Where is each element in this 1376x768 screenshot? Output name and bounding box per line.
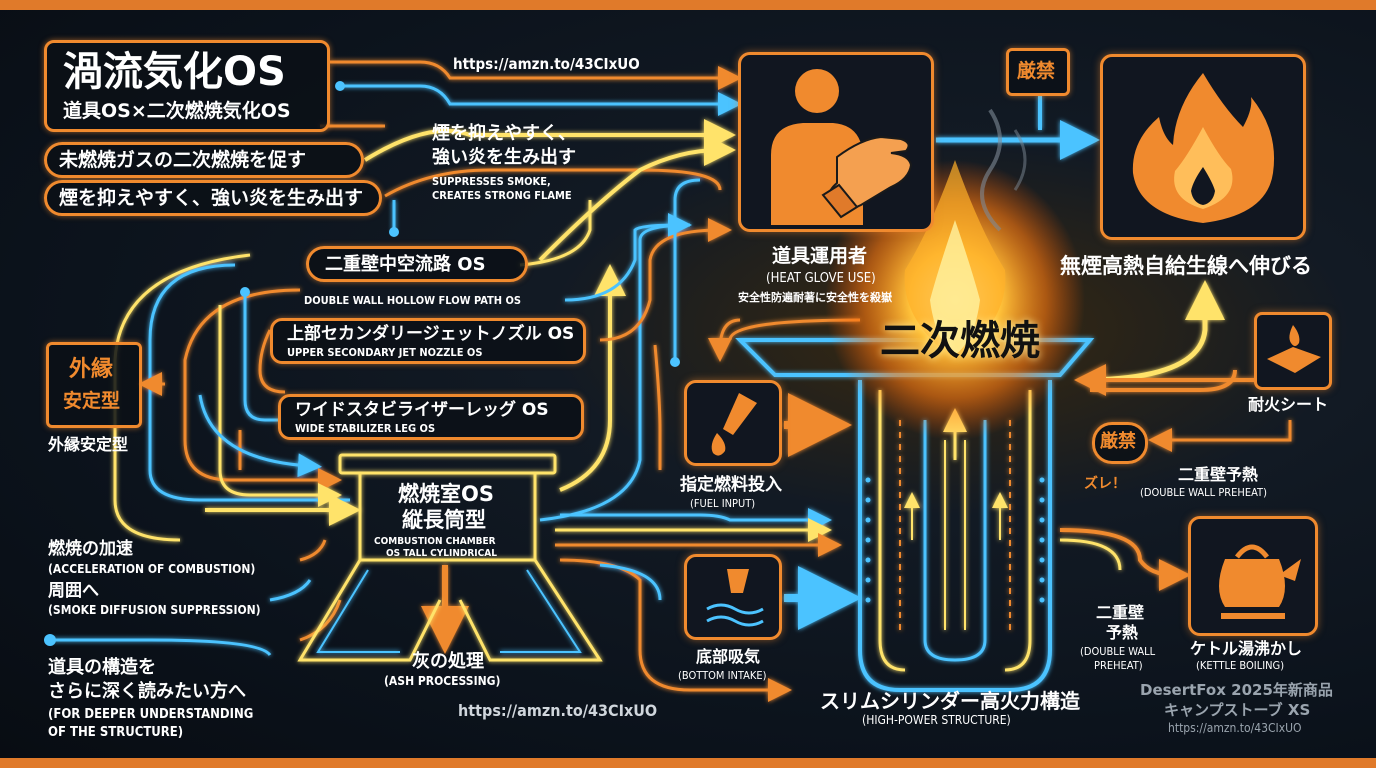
- chamber-en-1: COMBUSTION CHAMBER: [374, 536, 496, 547]
- bottom-border: [0, 758, 1376, 768]
- glove-icon: [771, 69, 913, 225]
- stabilizer-leg-label: ワイドスタビライザーレッグ OS: [295, 400, 549, 420]
- page-subtitle: 道具OS×二次燃焼気化OS: [63, 100, 291, 122]
- deeper-jp-2: さらに深く読みたい方へ: [48, 681, 246, 702]
- brand-url[interactable]: https://amzn.to/43CIxUO: [1168, 721, 1302, 735]
- prohibited-2: 厳禁: [1100, 431, 1136, 452]
- secondary-burn-label: 二次燃焼: [880, 318, 1040, 364]
- stabilizer-leg-en: WIDE STABILIZER LEG OS: [295, 422, 436, 435]
- preheat2-en-2: PREHEAT): [1094, 659, 1143, 672]
- deeper-en-1: (FOR DEEPER UNDERSTANDING: [48, 707, 254, 722]
- jet-nozzle-label: 上部セカンダリージェットノズル OS: [287, 324, 575, 344]
- double-wall-label: 二重壁中空流路 OS: [325, 254, 486, 275]
- stabilizer-leg-box: ワイドスタビライザーレッグ OS WIDE STABILIZER LEG OS: [278, 394, 584, 440]
- chamber-en-2: OS TALL CYLINDRICAL: [386, 548, 497, 559]
- around-jp: 周囲へ: [48, 581, 99, 601]
- chamber-jp-1: 燃焼室OS: [398, 482, 494, 506]
- url-top[interactable]: https://amzn.to/43CIxUO: [453, 55, 640, 73]
- point-2: 煙を抑えやすく、強い炎を生み出す: [59, 187, 364, 209]
- fire-sheet-label: 耐火シート: [1248, 395, 1329, 414]
- structure-jp: スリムシリンダー高火力構造: [820, 689, 1080, 713]
- outer-stable-1: 外縁: [69, 357, 114, 382]
- operator-en: (HEAT GLOVE USE): [766, 271, 876, 286]
- intake-icon: [706, 569, 764, 627]
- structure-en: (HIGH-POWER STRUCTURE): [862, 713, 1011, 727]
- preheat2-jp-1: 二重壁: [1096, 603, 1145, 622]
- deeper-jp-1: 道具の構造を: [48, 657, 156, 678]
- preheat-small: ズレ！: [1084, 476, 1126, 492]
- fire-icon: [1132, 73, 1275, 223]
- page-title: 渦流気化OS: [63, 49, 286, 95]
- ash-jp: 灰の処理: [412, 651, 484, 672]
- connector-dots: [44, 81, 680, 646]
- fuel-jp: 指定燃料投入: [680, 475, 782, 495]
- accel-jp: 燃焼の加速: [48, 539, 133, 559]
- smokeless-label: 無煙高熱自給生線へ伸びる: [1060, 254, 1312, 278]
- smoke-en-2: CREATES STRONG FLAME: [432, 189, 572, 202]
- smoke-en-1: SUPPRESSES SMOKE,: [432, 175, 551, 188]
- intake-en: (BOTTOM INTAKE): [678, 669, 767, 682]
- intake-jp: 底部吸気: [696, 647, 761, 666]
- operator-icon-box: [738, 52, 934, 232]
- fuel-icon: [711, 393, 757, 456]
- chamber-jp-2: 縦長筒型: [402, 508, 486, 532]
- outer-stable-2: 安定型: [63, 390, 121, 412]
- around-en: (SMOKE DIFFUSION SUPPRESSION): [48, 603, 261, 617]
- preheat2-en-1: (DOUBLE WALL: [1080, 645, 1156, 658]
- kettle-icon-box: [1188, 516, 1318, 636]
- fire-sheet-icon-box: [1254, 312, 1332, 390]
- prohibited-badge-2: 厳禁: [1092, 422, 1148, 464]
- kettle-jp: ケトル湯沸かし: [1190, 639, 1303, 658]
- fire-sheet-icon: [1267, 325, 1321, 373]
- title-box: 渦流気化OS 道具OS×二次燃焼気化OS: [44, 40, 330, 132]
- smoke-jp-2: 強い炎を生み出す: [432, 147, 576, 168]
- point-1: 未燃焼ガスの二次燃焼を促す: [59, 149, 307, 171]
- prohibited-badge-1: 厳禁: [1006, 48, 1070, 96]
- fire-icon-box: [1100, 54, 1306, 240]
- preheat-jp: 二重壁予熱: [1178, 465, 1259, 484]
- smoke-jp-1: 煙を抑えやすく、: [432, 123, 576, 144]
- accel-en: (ACCELERATION OF COMBUSTION): [48, 562, 256, 576]
- deeper-en-2: OF THE STRUCTURE): [48, 725, 184, 740]
- kettle-icon: [1219, 544, 1301, 619]
- top-border: [0, 0, 1376, 10]
- jet-nozzle-en: UPPER SECONDARY JET NOZZLE OS: [287, 346, 483, 359]
- double-wall-en: DOUBLE WALL HOLLOW FLOW PATH OS: [304, 294, 522, 307]
- fuel-en: (FUEL INPUT): [690, 497, 756, 510]
- outer-stable-label: 外縁安定型: [48, 435, 129, 454]
- chamber-shape: [297, 453, 603, 662]
- preheat2-jp-2: 予熱: [1106, 623, 1139, 642]
- operator-jp: 道具運用者: [772, 245, 868, 267]
- fuel-icon-box: [684, 380, 782, 466]
- point-box-2: 煙を抑えやすく、強い炎を生み出す: [44, 180, 382, 216]
- outer-stable-box: 外縁 安定型: [46, 342, 142, 428]
- brand-line-1: DesertFox 2025年新商品: [1140, 681, 1333, 699]
- url-bottom[interactable]: https://amzn.to/43CIxUO: [458, 701, 658, 720]
- operator-note: 安全性防遍耐著に安全性を殺嶽: [738, 291, 892, 304]
- prohibited-1: 厳禁: [1017, 60, 1056, 82]
- brand-line-2: キャンプストーブ XS: [1164, 701, 1311, 719]
- preheat-en: (DOUBLE WALL PREHEAT): [1140, 486, 1267, 499]
- kettle-en: (KETTLE BOILING): [1196, 659, 1285, 672]
- ash-en: (ASH PROCESSING): [384, 674, 501, 688]
- intake-icon-box: [684, 554, 782, 640]
- double-wall-box: 二重壁中空流路 OS: [306, 246, 528, 282]
- jet-nozzle-box: 上部セカンダリージェットノズル OS UPPER SECONDARY JET N…: [270, 318, 586, 364]
- point-box-1: 未燃焼ガスの二次燃焼を促す: [44, 142, 364, 178]
